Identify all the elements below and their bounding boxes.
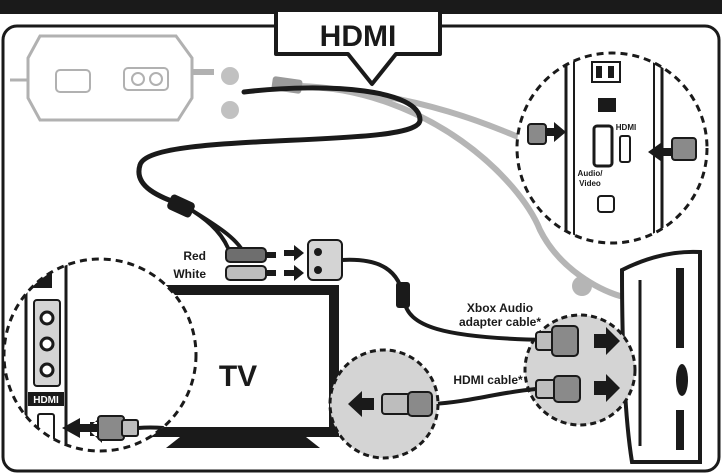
xbox-port-av-label-line2: Video: [579, 179, 601, 188]
xbox-hdmi-plug: [535, 374, 620, 403]
usb-icon: [572, 276, 592, 296]
top-border-bar: [0, 0, 722, 14]
tv-label: TV: [219, 360, 257, 393]
xbox-audio-cable-label: Xbox Audio: [467, 301, 533, 315]
xbox-audio-plug: [535, 325, 620, 357]
hdmi-header-label: HDMI: [320, 20, 397, 53]
controller-adapter-faded: [10, 34, 239, 122]
tv-hdmi-plug: [348, 391, 433, 417]
hdmi-cable: [431, 387, 537, 406]
rca-red-label: Red: [183, 249, 206, 263]
black-audio-cable: [136, 85, 423, 209]
hdmi-header-callout: HDMI: [274, 8, 442, 86]
rca-coupler: [307, 239, 343, 281]
xbox-port-zoom: HDMI Audio/ Video: [515, 51, 709, 245]
xbox-port-hdmi-label: HDMI: [616, 123, 636, 132]
xbox-audio-cable-label-line2: adapter cable*: [459, 315, 541, 329]
rca-plugs: [225, 247, 276, 281]
rca-white-label: White: [173, 267, 206, 281]
xbox-port-av-label: Audio/: [578, 169, 604, 178]
hdmi-cable-label: HDMI cable*: [453, 373, 523, 387]
tv-port-hdmi-label: HDMI: [33, 395, 59, 406]
